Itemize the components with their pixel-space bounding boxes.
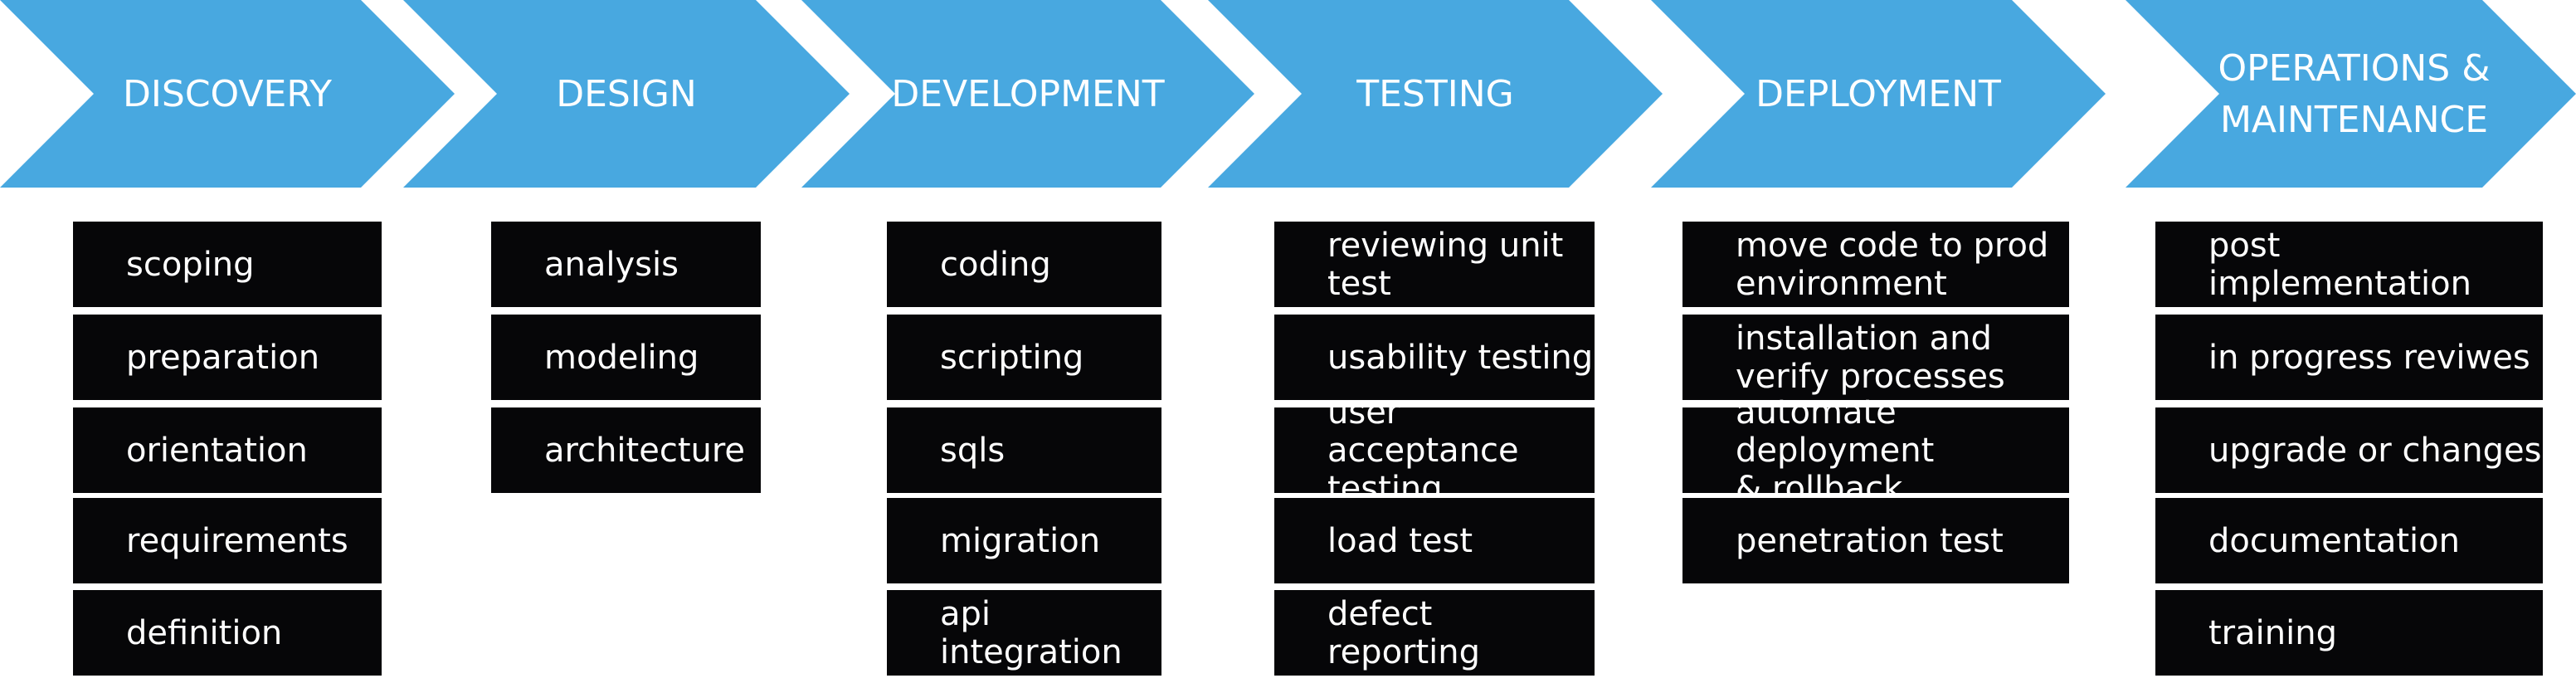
task-box-definition: definition <box>73 590 382 676</box>
stage-arrow-design <box>403 0 850 188</box>
task-box-load-test: load test <box>1274 498 1595 583</box>
task-label: scripting <box>940 338 1084 377</box>
stage-arrow-testing <box>1208 0 1663 188</box>
task-box-reviewing-unit-test: reviewing unit test <box>1274 222 1595 307</box>
stage-arrow-development <box>801 0 1254 188</box>
stage-title-design: DESIGN <box>556 73 697 115</box>
task-box-defect-reporting: defect reporting <box>1274 590 1595 676</box>
stage-design: DESIGN <box>403 0 850 188</box>
task-box-orientation: orientation <box>73 407 382 493</box>
task-label: api integration <box>940 594 1122 671</box>
task-label: documentation <box>2208 521 2460 560</box>
task-box-move-code-to-prod-environment: move code to prod environment <box>1682 222 2069 307</box>
stage-title-development: DEVELOPMENT <box>891 73 1164 115</box>
task-label: preparation <box>126 338 320 377</box>
task-label: post implementation <box>2208 226 2471 303</box>
task-label: sqls <box>940 431 1006 470</box>
task-label: migration <box>940 521 1101 560</box>
task-box-scoping: scoping <box>73 222 382 307</box>
task-label: automate deployment & rollback <box>1736 393 1935 508</box>
task-box-analysis: analysis <box>491 222 761 307</box>
task-label: orientation <box>126 431 308 470</box>
task-box-penetration-test: penetration test <box>1682 498 2069 583</box>
task-box-upgrade-or-changes: upgrade or changes <box>2155 407 2543 493</box>
task-box-installation-and-verify-processes: installation and verify processes <box>1682 315 2069 400</box>
task-label: upgrade or changes <box>2208 431 2542 470</box>
stage-title-discovery: DISCOVERY <box>123 73 332 115</box>
stage-arrow-deployment <box>1651 0 2106 188</box>
task-box-architecture: architecture <box>491 407 761 493</box>
task-label: load test <box>1327 521 1473 560</box>
stage-title-deployment: DEPLOYMENT <box>1755 73 2001 115</box>
stage-title-testing: TESTING <box>1356 73 1513 115</box>
stage-discovery: DISCOVERY <box>0 0 455 188</box>
task-label: coding <box>940 245 1051 284</box>
stage-arrow-operations-and-maintenance <box>2126 0 2576 188</box>
stage-title-operations-and-maintenance-line-2: MAINTENANCE <box>2220 99 2488 141</box>
task-box-documentation: documentation <box>2155 498 2543 583</box>
task-box-automate-deployment-and-rollback: automate deployment & rollback <box>1682 393 2069 508</box>
task-box-modeling: modeling <box>491 315 761 400</box>
task-label: user acceptance testing <box>1327 393 1519 508</box>
task-label: move code to prod environment <box>1736 226 2049 303</box>
task-box-training: training <box>2155 590 2543 676</box>
task-box-coding: coding <box>887 222 1161 307</box>
task-label: modeling <box>544 338 699 377</box>
task-label: analysis <box>544 245 679 284</box>
task-box-in-progress-reviwes: in progress reviwes <box>2155 315 2543 400</box>
stage-development: DEVELOPMENT <box>801 0 1254 188</box>
task-label: usability testing <box>1327 338 1594 377</box>
task-box-usability-testing: usability testing <box>1274 315 1595 400</box>
task-box-preparation: preparation <box>73 315 382 400</box>
stage-operations-and-maintenance: OPERATIONS & MAINTENANCE <box>2126 0 2576 188</box>
task-box-post-implementation: post implementation <box>2155 222 2543 307</box>
task-label: installation and verify processes <box>1736 319 2005 396</box>
stage-testing: TESTING <box>1208 0 1663 188</box>
task-box-requirements: requirements <box>73 498 382 583</box>
task-label: penetration test <box>1736 521 2004 560</box>
task-label: defect reporting <box>1327 594 1481 671</box>
task-label: training <box>2208 613 2337 652</box>
task-box-api-integration: api integration <box>887 590 1161 676</box>
task-box-sqls: sqls <box>887 407 1161 493</box>
stage-deployment: DEPLOYMENT <box>1651 0 2106 188</box>
task-label: scoping <box>126 245 255 284</box>
task-box-user-acceptance-testing: user acceptance testing <box>1274 393 1595 508</box>
task-box-scripting: scripting <box>887 315 1161 400</box>
task-box-migration: migration <box>887 498 1161 583</box>
task-label: in progress reviwes <box>2208 338 2530 377</box>
task-label: architecture <box>544 431 746 470</box>
task-label: definition <box>126 613 283 652</box>
stage-arrow-discovery <box>0 0 455 188</box>
stage-title-operations-and-maintenance-line-1: OPERATIONS & <box>2218 47 2490 90</box>
task-label: requirements <box>126 521 348 560</box>
task-label: reviewing unit test <box>1327 226 1564 303</box>
